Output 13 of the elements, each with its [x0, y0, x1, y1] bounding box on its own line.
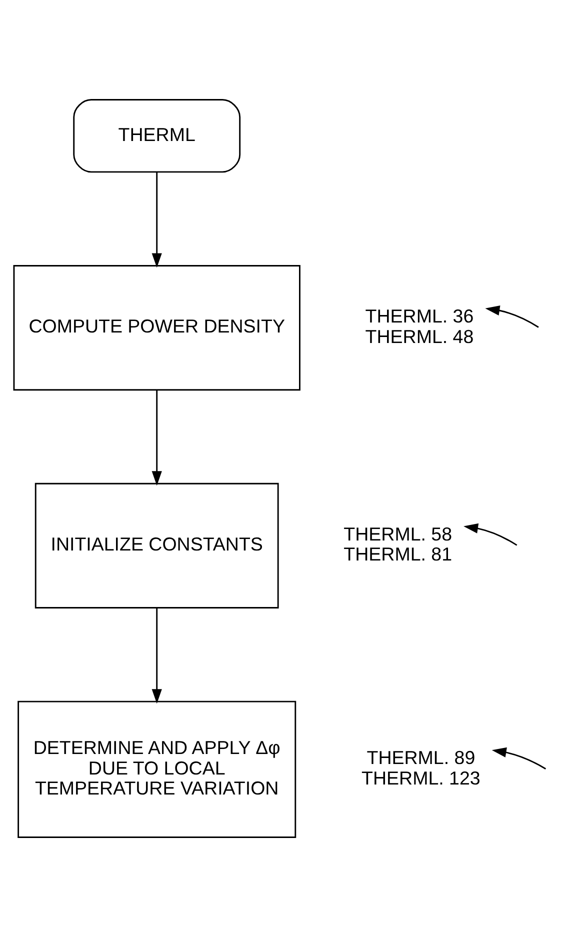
- arrow: [152, 390, 162, 486]
- arrow: [152, 608, 162, 704]
- arrow: [152, 171, 162, 268]
- node-box: THERML: [73, 98, 241, 172]
- node-text: THERML. 36 THERML. 48: [365, 305, 474, 346]
- node-box: INITIALIZE CONSTANTS: [34, 482, 279, 608]
- arrow: [492, 746, 546, 770]
- node-box: COMPUTE POWER DENSITY: [13, 264, 300, 390]
- arrow: [464, 522, 518, 546]
- arrow: [485, 304, 539, 328]
- node-text: THERML. 89 THERML. 123: [362, 746, 480, 788]
- node-box: DETERMINE AND APPLY Δφ DUE TO LOCAL TEMPERATURE VARIATION: [18, 700, 296, 838]
- node-text: THERML. 58 THERML. 81: [344, 523, 452, 564]
